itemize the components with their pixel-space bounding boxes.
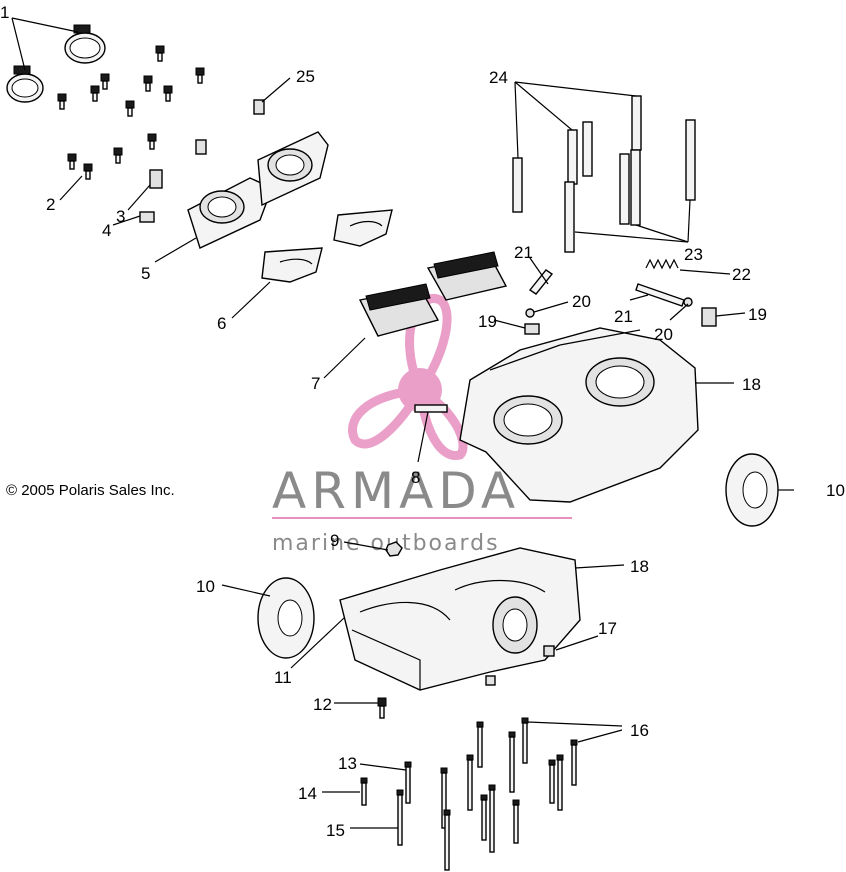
fittings-part bbox=[524, 297, 717, 335]
callout-2: 2 bbox=[46, 195, 55, 214]
callout-1: 1 bbox=[0, 3, 9, 22]
callout-22: 22 bbox=[732, 265, 751, 284]
callout-19-right: 19 bbox=[748, 305, 767, 324]
dowel-pins-part bbox=[512, 95, 696, 253]
upper-crankcase-part bbox=[459, 327, 699, 503]
callout-3: 3 bbox=[116, 207, 125, 226]
callout-25: 25 bbox=[296, 67, 315, 86]
callout-9: 9 bbox=[330, 531, 339, 550]
callout-20-upper: 20 bbox=[572, 292, 591, 311]
callout-18-lower: 18 bbox=[630, 557, 649, 576]
callout-10-left: 10 bbox=[196, 577, 215, 596]
callout-11: 11 bbox=[274, 668, 292, 687]
callout-5: 5 bbox=[141, 264, 150, 283]
intake-plates-part bbox=[187, 131, 329, 249]
callout-10-right: 10 bbox=[826, 481, 845, 500]
lower-crankcase-part bbox=[339, 547, 581, 691]
hose-clamps-part bbox=[6, 24, 106, 103]
bolt-12-part bbox=[377, 697, 387, 719]
callout-14: 14 bbox=[298, 784, 317, 803]
callout-20-lower: 20 bbox=[654, 325, 673, 344]
callout-16: 16 bbox=[630, 721, 649, 740]
callout-21-lower: 21 bbox=[614, 307, 633, 326]
crank-seals-part bbox=[257, 453, 779, 659]
callout-12: 12 bbox=[313, 695, 332, 714]
bracket-clips-part bbox=[139, 99, 265, 223]
small-bolts-part bbox=[57, 45, 205, 180]
callout-19-left: 19 bbox=[478, 312, 497, 331]
callout-4: 4 bbox=[102, 221, 111, 240]
watermark-title: ARMADA bbox=[272, 462, 520, 520]
callout-21-upper: 21 bbox=[514, 243, 533, 262]
callout-23: 23 bbox=[684, 245, 703, 264]
stud-part bbox=[414, 404, 448, 413]
callout-24: 24 bbox=[489, 68, 508, 87]
long-bolts-part bbox=[360, 717, 578, 871]
callout-labels: 1 2 3 4 5 6 7 8 9 10 10 11 12 13 14 15 1… bbox=[0, 3, 845, 840]
callout-18-upper: 18 bbox=[742, 375, 761, 394]
watermark-subtitle: marine outboards bbox=[272, 531, 500, 556]
callout-6: 6 bbox=[217, 314, 226, 333]
rods-part bbox=[528, 269, 685, 307]
copyright-text: © 2005 Polaris Sales Inc. bbox=[6, 482, 175, 499]
callout-13: 13 bbox=[338, 754, 357, 773]
reed-valves-part bbox=[358, 251, 508, 337]
leader-lines bbox=[11, 17, 794, 829]
callout-7: 7 bbox=[311, 374, 320, 393]
callout-15: 15 bbox=[326, 821, 345, 840]
plug-part bbox=[485, 645, 555, 686]
reed-spacers-part bbox=[261, 209, 393, 283]
callout-8: 8 bbox=[411, 468, 420, 487]
callout-17: 17 bbox=[598, 619, 617, 638]
spring-part bbox=[645, 258, 679, 270]
